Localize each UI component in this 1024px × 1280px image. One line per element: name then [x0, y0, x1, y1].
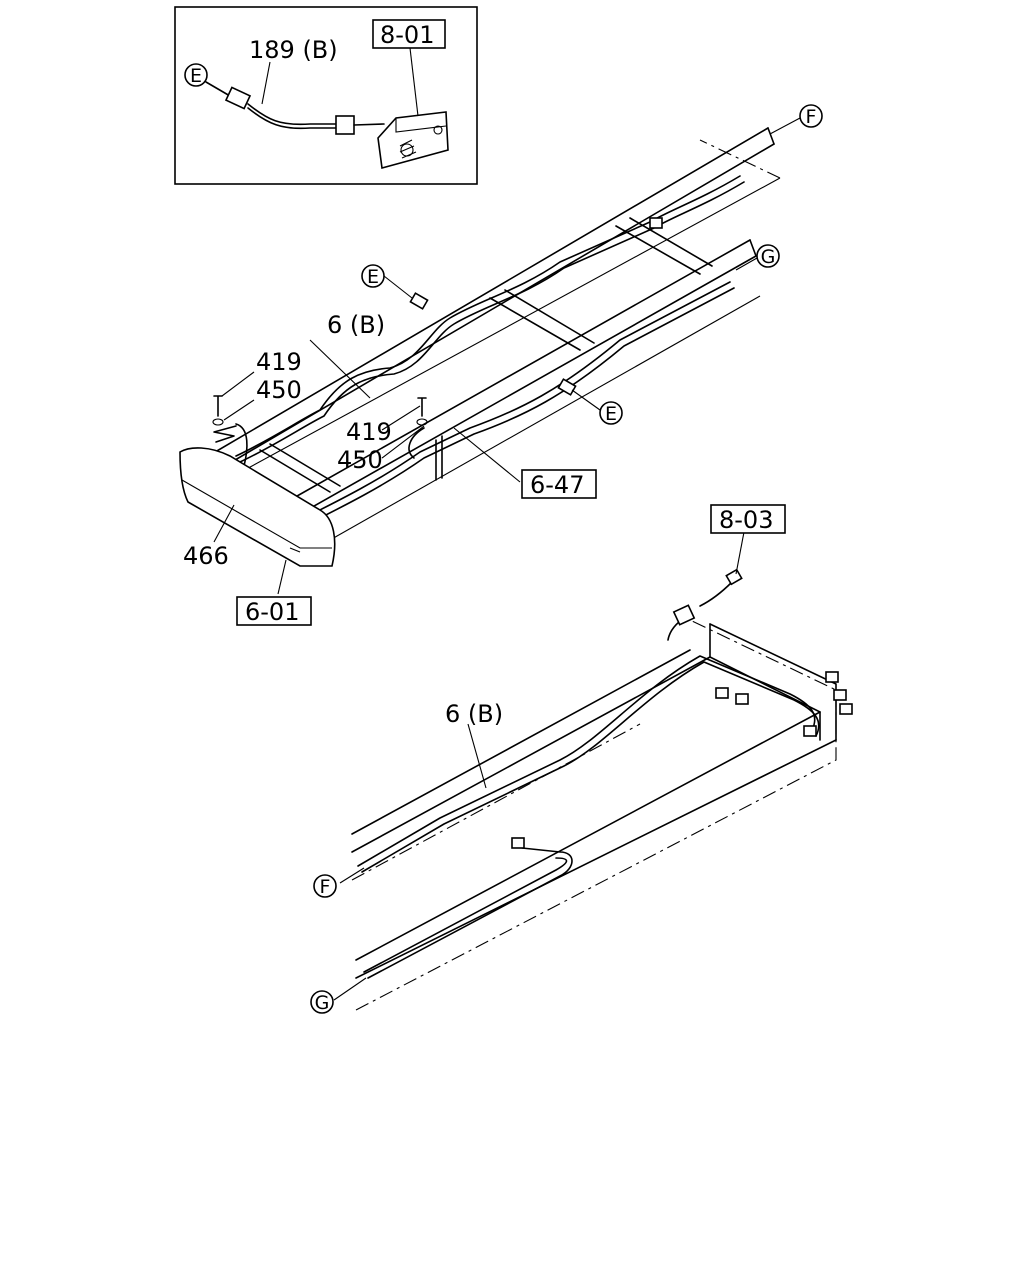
connector-e-top — [409, 292, 429, 310]
cross-member-front — [489, 289, 595, 351]
svg-text:F: F — [320, 876, 331, 898]
washer-label-left: 450 — [256, 376, 302, 404]
bolt-label-left: 419 — [256, 348, 302, 376]
svg-text:G: G — [761, 246, 776, 268]
cross-member-bumper — [259, 443, 341, 493]
inset-callout-label: E — [190, 65, 202, 87]
inset-connector-a — [224, 86, 252, 110]
rear-frame-section: 8-03 6 (B) F G — [310, 504, 853, 1014]
rear-ref-box — [710, 504, 786, 534]
rear-ref-label: 8-03 — [719, 506, 773, 534]
inset-callout-circle — [184, 63, 208, 87]
clip-ref-label: 6-47 — [530, 471, 584, 499]
bolt-label-right: 419 — [346, 418, 392, 446]
washer-right — [416, 418, 428, 426]
frame-harness-right — [299, 281, 731, 521]
rear-harness-label: 6 (B) — [445, 700, 503, 728]
inset-connector-b — [335, 115, 355, 135]
inset-wire — [247, 103, 337, 126]
rear-harness-upper — [357, 655, 816, 867]
washer-left — [212, 418, 224, 426]
svg-text:G: G — [315, 992, 330, 1014]
rear-crossmember — [709, 623, 837, 741]
bumper-part-label: 466 — [183, 542, 229, 570]
clip-ref-box — [521, 469, 597, 499]
washer-label-right: 450 — [337, 446, 383, 474]
cross-member-rear — [615, 217, 713, 275]
callout-g-rear — [310, 990, 334, 1014]
svg-text:E: E — [367, 266, 379, 288]
bumper-ref-label: 6-01 — [245, 598, 299, 626]
callout-g-frame — [756, 244, 780, 268]
rear-harness-lower — [367, 847, 573, 979]
inset-ref-label: 8-01 — [380, 21, 434, 49]
svg-text:E: E — [605, 403, 617, 425]
svg-text:F: F — [806, 106, 817, 128]
inset-wire-start — [205, 81, 231, 97]
bolt-left — [213, 395, 223, 417]
callout-e-right — [599, 401, 623, 425]
callout-f-rear — [313, 874, 337, 898]
callout-e-top — [361, 264, 385, 288]
inset-part-label: 189 (B) — [249, 36, 338, 64]
bolt-right — [417, 397, 427, 417]
inset-ref-box — [372, 19, 446, 49]
inset-panel: 189 (B) 8-01 E — [174, 6, 478, 185]
chassis-frame: 6 (B) 419 450 419 450 466 6-47 6-01 E E … — [179, 104, 823, 626]
callout-f-frame — [799, 104, 823, 128]
bumper-ref-box — [236, 596, 312, 626]
clip-bracket — [435, 435, 443, 481]
harness-label-front: 6 (B) — [327, 311, 385, 339]
rear-bumper — [179, 447, 336, 567]
